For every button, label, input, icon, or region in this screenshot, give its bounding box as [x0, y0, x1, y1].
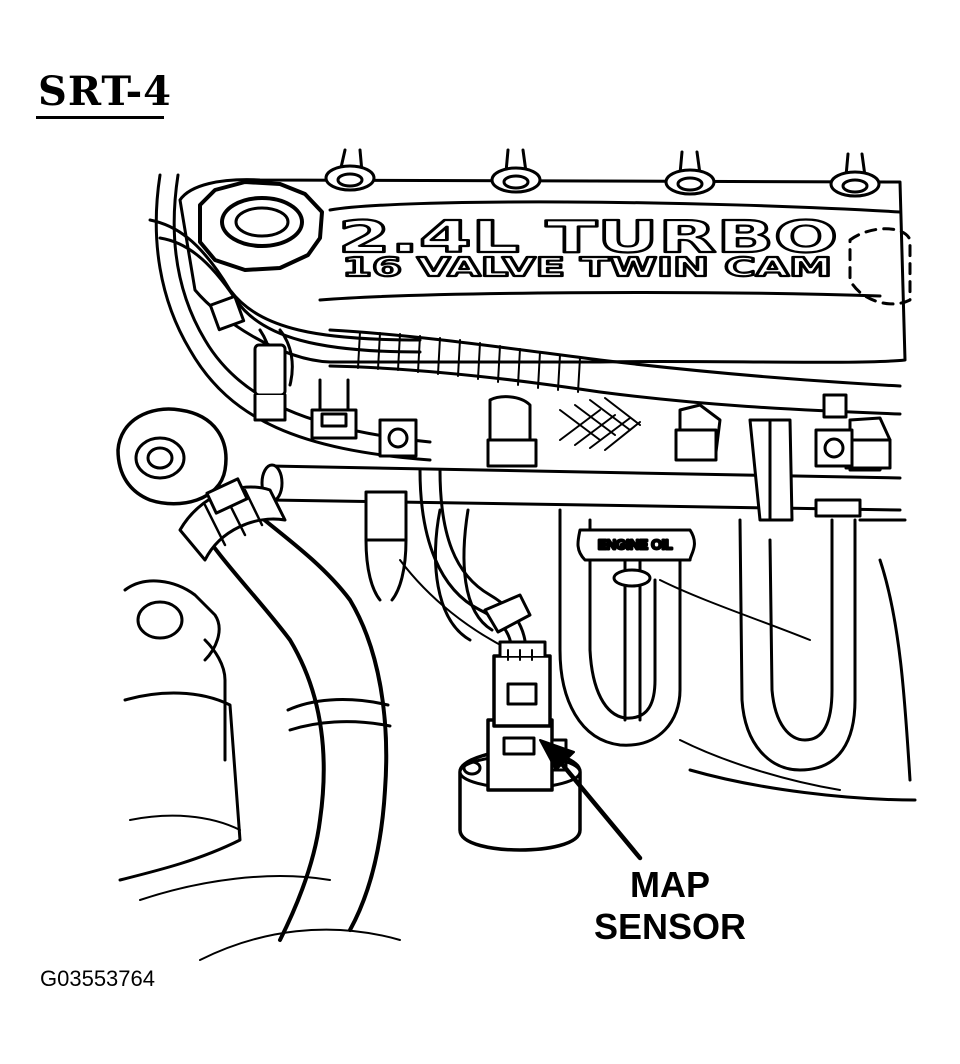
fuel-rail-tube — [260, 463, 902, 518]
map-sensor — [458, 640, 582, 852]
injector-connectors — [310, 378, 892, 472]
lower-left-cover — [118, 579, 401, 961]
intake-runners — [399, 508, 857, 772]
fasteners — [378, 393, 854, 468]
hatched-area — [559, 397, 641, 451]
engine-block-right — [679, 518, 917, 802]
callout-line1: MAP — [630, 864, 710, 905]
oil-dipstick-handle: ENGINE OIL — [576, 528, 696, 722]
rail-brackets — [364, 418, 794, 602]
map-sensor-arrow — [539, 739, 643, 861]
callout-line2: SENSOR — [593, 906, 747, 947]
title-underline — [36, 116, 164, 119]
engine-cover-line2: 16 VALVE TWIN CAM — [342, 253, 832, 283]
engine-cover-line1: 2.4L TURBO — [338, 212, 838, 263]
engine-cover-lettering: 2.4L TURBO 16 VALVE TWIN CAM — [337, 211, 839, 284]
accessory-bracket — [116, 407, 228, 506]
turbo-intake-hose — [178, 477, 392, 942]
wiring-harness — [328, 328, 902, 416]
diagram-title: SRT-4 — [38, 68, 173, 115]
oil-filler-cap — [198, 180, 324, 272]
dipstick-label: ENGINE OIL — [598, 537, 672, 552]
vacuum-hose — [418, 468, 532, 652]
figure-id: G03553764 — [40, 966, 155, 991]
spark-plug-boots — [324, 148, 881, 198]
map-sensor-callout: MAP SENSOR — [560, 864, 780, 948]
valve-cover — [178, 178, 912, 364]
